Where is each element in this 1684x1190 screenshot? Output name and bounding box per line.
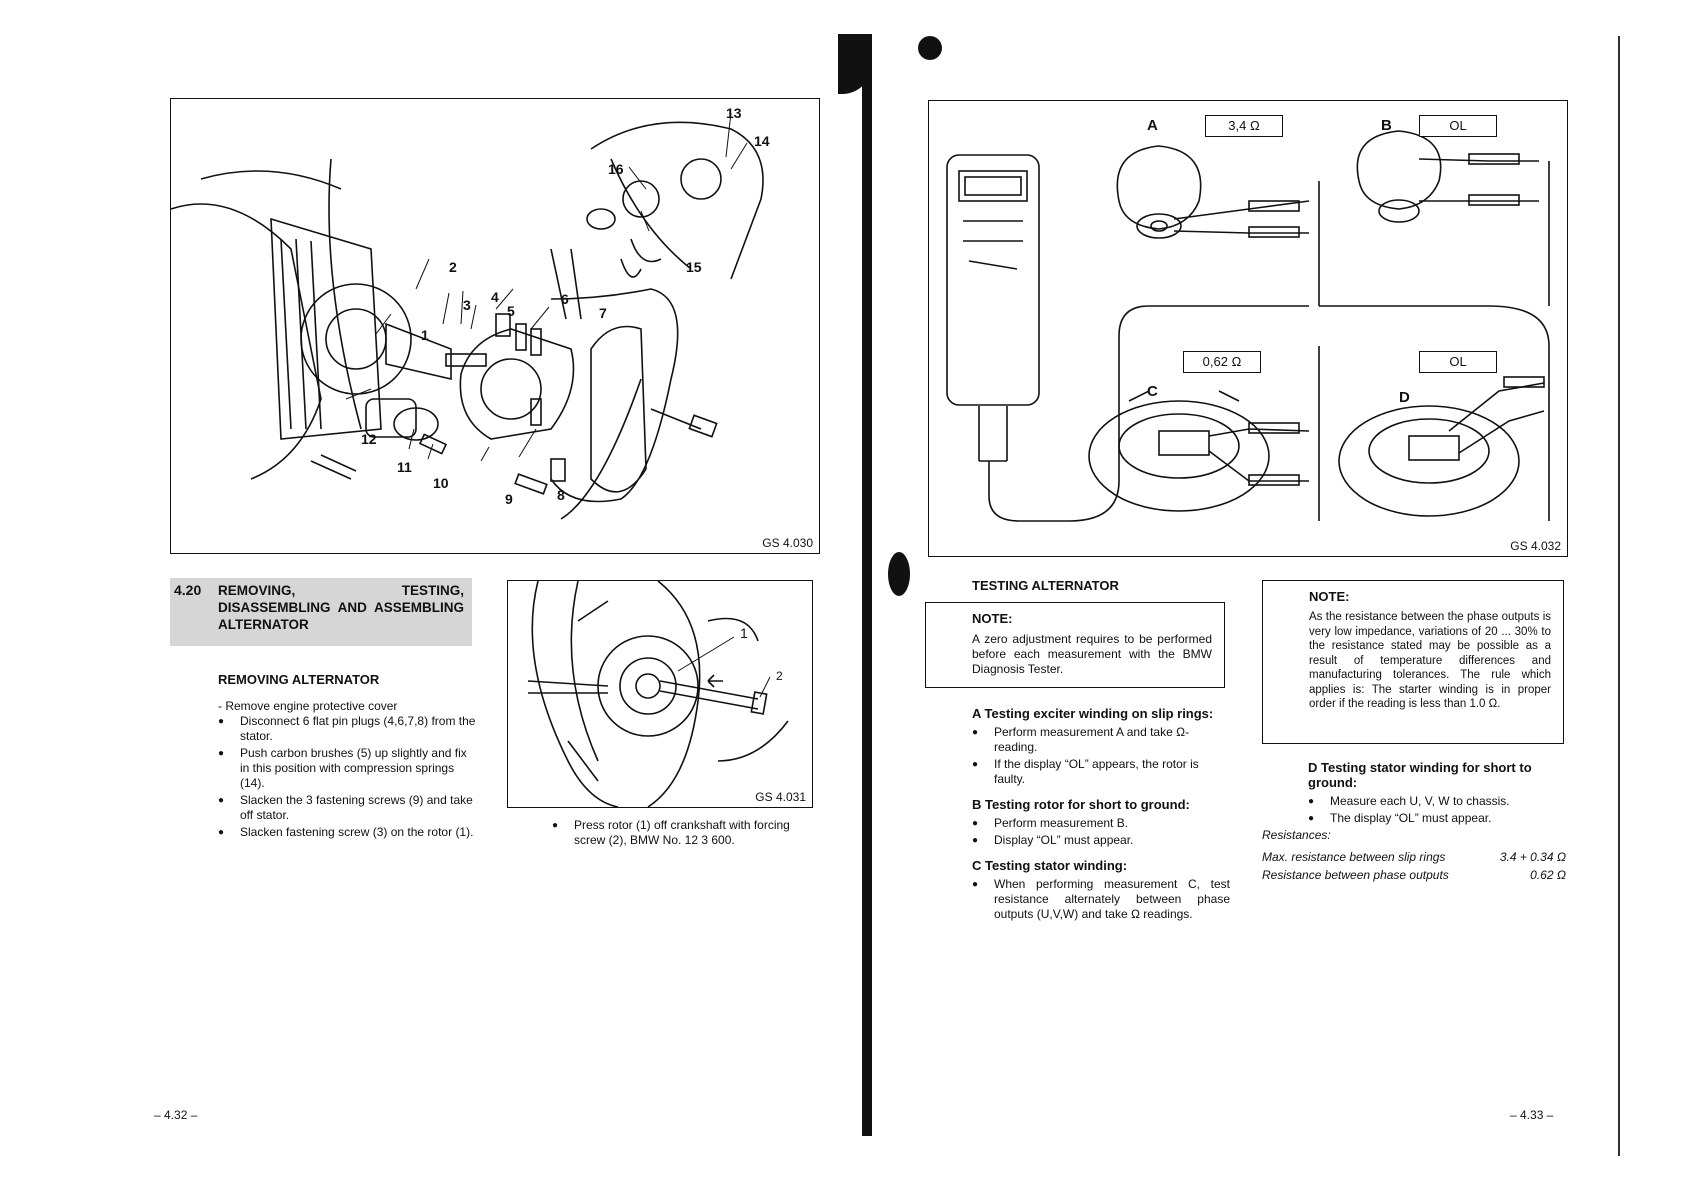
test-b-step: Display “OL” must appear. <box>972 833 1230 848</box>
resistance-name: Resistance between phase outputs <box>1262 868 1449 882</box>
reading-d: OL <box>1419 351 1497 373</box>
press-step: Press rotor (1) off crankshaft with forc… <box>552 818 820 850</box>
alternator-exploded-drawing <box>171 112 764 520</box>
callout-8: 8 <box>557 487 565 503</box>
test-d-section: D Testing stator winding for short to gr… <box>1308 760 1566 828</box>
removing-intro: - Remove engine protective cover <box>218 699 398 713</box>
reading-c: 0,62 Ω <box>1183 351 1261 373</box>
test-a-heading: A Testing exciter winding on slip rings: <box>972 706 1214 721</box>
test-b-step: Perform measurement B. <box>972 816 1230 831</box>
test-c-heading: C Testing stator winding: <box>972 858 1128 873</box>
testing-heading: TESTING ALTERNATOR <box>972 578 1119 593</box>
right-edge-line <box>1618 36 1620 1156</box>
page-number-right: – 4.33 – <box>1510 1108 1554 1122</box>
page-number-left: – 4.32 – <box>154 1108 198 1122</box>
callout-13: 13 <box>726 105 742 121</box>
note-text: A zero adjustment requires to be perform… <box>972 632 1212 676</box>
callout-11: 11 <box>397 459 412 475</box>
callout-screw-2: 2 <box>776 669 783 683</box>
resistance-value: 0.62 Ω <box>1530 868 1566 882</box>
callout-10: 10 <box>433 475 449 491</box>
removing-section: REMOVING ALTERNATOR - Remove engine prot… <box>218 672 476 842</box>
resistance-row: Resistance between phase outputs 0.62 Ω <box>1262 866 1566 884</box>
figure-rotor-removal: 1 2 GS 4.031 <box>507 580 813 808</box>
resistance-row: Max. resistance between slip rings 3.4 +… <box>1262 848 1566 866</box>
test-c-step: When performing measurement C, test resi… <box>972 877 1230 922</box>
callout-16: 16 <box>608 161 624 177</box>
test-letter-d: D <box>1399 389 1410 406</box>
figure-label: GS 4.031 <box>755 790 806 804</box>
test-a-step: If the display “OL” appears, the rotor i… <box>972 757 1230 787</box>
note2-text: As the resistance between the phase outp… <box>1309 611 1551 710</box>
callout-5: 5 <box>507 303 515 319</box>
resistance-value: 3.4 + 0.34 Ω <box>1499 850 1566 864</box>
note-zero-adjustment: NOTE: A zero adjustment requires to be p… <box>925 602 1225 688</box>
callout-9: 9 <box>505 491 513 507</box>
section-title: REMOVING, TESTING, DISASSEMBLING AND ASS… <box>218 583 464 632</box>
callout-15: 15 <box>686 259 702 275</box>
figure-multimeter-tests: A 3,4 Ω B OL 0,62 Ω C OL D GS 4.032 <box>928 100 1568 557</box>
resistance-name: Max. resistance between slip rings <box>1262 850 1446 864</box>
note2-title: NOTE: <box>1309 589 1350 604</box>
binding-mark-mid <box>888 552 910 596</box>
callout-7: 7 <box>599 305 607 321</box>
callout-3: 3 <box>463 297 471 313</box>
resistances-table: Resistances: Max. resistance between sli… <box>1262 826 1566 884</box>
press-step-text: Press rotor (1) off crankshaft with forc… <box>552 818 820 848</box>
callout-1: 1 <box>421 327 429 343</box>
test-instructions: A Testing exciter winding on slip rings:… <box>972 706 1230 924</box>
test-d-heading: D Testing stator winding for short to gr… <box>1308 760 1532 790</box>
resistances-label-text: Resistances: <box>1262 828 1331 842</box>
figure-label: GS 4.032 <box>1510 539 1561 553</box>
callout-14: 14 <box>754 133 770 149</box>
rotor-removal-drawing <box>527 581 789 807</box>
reading-a: 3,4 Ω <box>1205 115 1283 137</box>
removing-heading: REMOVING ALTERNATOR <box>218 672 380 687</box>
callout-rotor-1: 1 <box>740 625 748 641</box>
removing-step: Slacken fastening screw (3) on the rotor… <box>218 825 476 840</box>
test-b-heading: B Testing rotor for short to ground: <box>972 797 1190 812</box>
removing-step: Slacken the 3 fastening screws (9) and t… <box>218 793 476 823</box>
callout-12: 12 <box>361 431 377 447</box>
callout-2: 2 <box>449 259 457 275</box>
section-number: 4.20 <box>174 582 202 598</box>
note-phase-resistance: NOTE: As the resistance between the phas… <box>1262 580 1564 744</box>
reading-b: OL <box>1419 115 1497 137</box>
test-d-step: The display “OL” must appear. <box>1308 811 1566 826</box>
test-a-step: Perform measurement A and take Ω-reading… <box>972 725 1230 755</box>
test-letter-a: A <box>1147 117 1158 134</box>
binding-mark-top2 <box>918 36 942 60</box>
figure-label: GS 4.030 <box>762 536 813 550</box>
figure-alternator-exploded: 13 14 16 15 2 3 4 5 6 7 1 12 11 10 9 8 G… <box>170 98 820 554</box>
multimeter-tests-drawing <box>946 130 1550 522</box>
test-letter-c: C <box>1147 383 1158 400</box>
section-banner: 4.20 REMOVING, TESTING, DISASSEMBLING AN… <box>170 578 472 646</box>
test-d-step: Measure each U, V, W to chassis. <box>1308 794 1566 809</box>
removing-steps: Disconnect 6 flat pin plugs (4,6,7,8) fr… <box>218 714 476 840</box>
callout-4: 4 <box>491 289 499 305</box>
removing-step: Push carbon brushes (5) up slightly and … <box>218 746 476 791</box>
note-title: NOTE: <box>972 611 1013 626</box>
callout-6: 6 <box>561 291 569 307</box>
page-spine <box>862 36 872 1136</box>
resistances-label: Resistances: <box>1262 826 1566 844</box>
removing-step: Disconnect 6 flat pin plugs (4,6,7,8) fr… <box>218 714 476 744</box>
test-letter-b: B <box>1381 117 1392 134</box>
